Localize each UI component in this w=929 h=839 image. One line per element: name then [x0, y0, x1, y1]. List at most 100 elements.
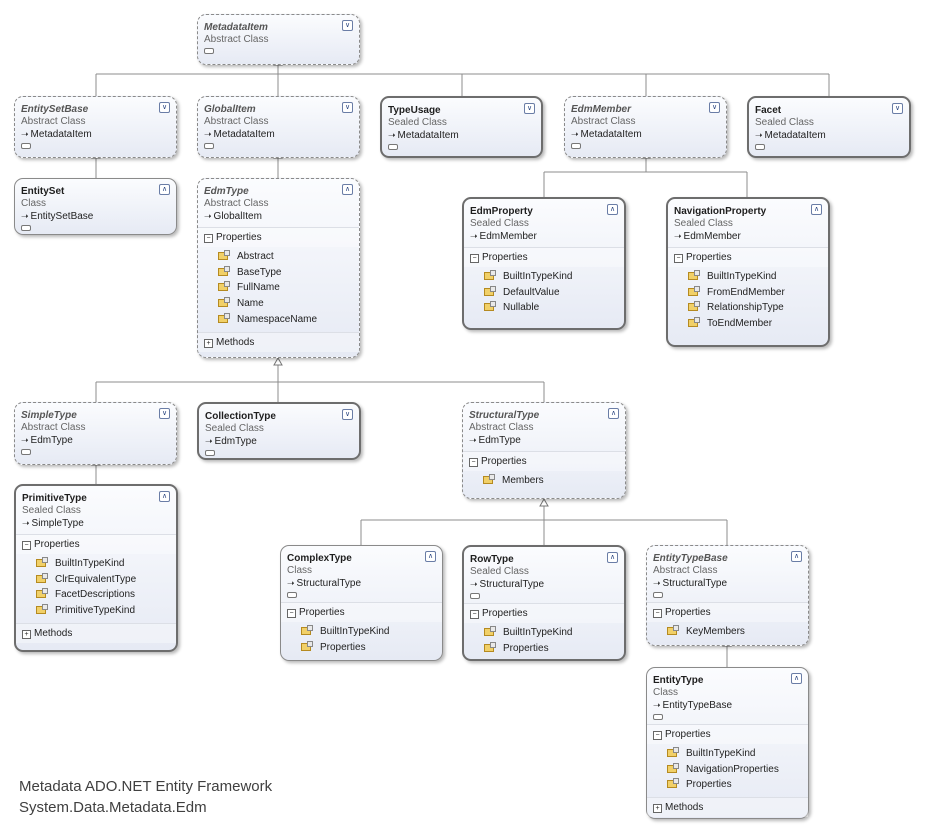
- class-edmmember[interactable]: EdmMember Abstract Class ➝MetadataItem ∨: [564, 96, 727, 158]
- property-item[interactable]: FacetDescriptions: [36, 587, 176, 603]
- property-item[interactable]: NamespaceName: [218, 312, 359, 328]
- collapse-section-icon[interactable]: −: [22, 541, 31, 550]
- collapse-chevron-icon[interactable]: ∧: [791, 673, 802, 684]
- base-class-name: EdmType: [214, 436, 257, 447]
- class-edmtype[interactable]: EdmType Abstract Class ➝GlobalItem ∧ −Pr…: [197, 178, 360, 358]
- property-item[interactable]: Abstract: [218, 249, 359, 265]
- property-item[interactable]: BuiltInTypeKind: [484, 625, 624, 641]
- collapse-chevron-icon[interactable]: ∧: [342, 184, 353, 195]
- inherits-arrow-icon: ➝: [469, 435, 477, 445]
- properties-section-header[interactable]: −Properties: [647, 724, 808, 744]
- class-edmproperty[interactable]: EdmProperty Sealed Class ➝EdmMember ∧ −P…: [462, 197, 626, 330]
- property-item[interactable]: DefaultValue: [484, 285, 624, 301]
- collapse-chevron-icon[interactable]: ∧: [608, 408, 619, 419]
- class-primitivetype[interactable]: PrimitiveType Sealed Class ➝SimpleType ∧…: [14, 484, 178, 652]
- expand-chevron-icon[interactable]: ∨: [159, 102, 170, 113]
- property-item[interactable]: BuiltInTypeKind: [36, 556, 176, 572]
- property-item[interactable]: BuiltInTypeKind: [688, 269, 828, 285]
- class-typeusage[interactable]: TypeUsage Sealed Class ➝MetadataItem ∨: [380, 96, 543, 158]
- collapse-chevron-icon[interactable]: ∧: [159, 184, 170, 195]
- class-complextype[interactable]: ComplexType Class ➝StructuralType ∧ −Pro…: [280, 545, 443, 661]
- property-item[interactable]: BuiltInTypeKind: [484, 269, 624, 285]
- expand-section-icon[interactable]: +: [22, 629, 31, 639]
- collapse-section-icon[interactable]: −: [287, 609, 296, 618]
- expand-section-icon[interactable]: +: [204, 338, 213, 348]
- property-item[interactable]: Members: [483, 473, 625, 489]
- property-item[interactable]: Name: [218, 296, 359, 312]
- expand-section-icon[interactable]: +: [653, 804, 662, 814]
- methods-section-header[interactable]: +Methods: [198, 331, 359, 352]
- collapse-chevron-icon[interactable]: ∧: [607, 552, 618, 563]
- property-item[interactable]: BuiltInTypeKind: [667, 746, 808, 762]
- expand-chevron-icon[interactable]: ∨: [709, 102, 720, 113]
- collapse-section-icon[interactable]: −: [470, 254, 479, 263]
- methods-section-header[interactable]: +Methods: [16, 622, 176, 643]
- expand-chevron-icon[interactable]: ∨: [892, 103, 903, 114]
- collapse-section-icon[interactable]: −: [653, 731, 662, 740]
- collapse-section-icon[interactable]: −: [653, 609, 662, 618]
- class-entitytype[interactable]: EntityType Class ➝EntityTypeBase ∧ −Prop…: [646, 667, 809, 819]
- property-item[interactable]: BaseType: [218, 265, 359, 281]
- class-facet[interactable]: Facet Sealed Class ➝MetadataItem ∨: [747, 96, 911, 158]
- collapse-section-icon[interactable]: −: [674, 254, 683, 263]
- class-rowtype[interactable]: RowType Sealed Class ➝StructuralType ∧ −…: [462, 545, 626, 661]
- class-stereotype: Class: [653, 687, 679, 698]
- expand-chevron-icon[interactable]: ∨: [342, 20, 353, 31]
- methods-section-header[interactable]: +Methods: [647, 797, 808, 818]
- collapse-section-icon[interactable]: −: [204, 234, 213, 243]
- property-list: BuiltInTypeKind FromEndMember Relationsh…: [668, 267, 828, 336]
- properties-section-header[interactable]: −Properties: [668, 247, 828, 267]
- base-class: ➝MetadataItem: [204, 128, 339, 141]
- collapse-section-icon[interactable]: −: [469, 458, 478, 467]
- expand-chevron-icon[interactable]: ∨: [342, 102, 353, 113]
- properties-section-header[interactable]: −Properties: [464, 247, 624, 267]
- property-item[interactable]: Properties: [667, 777, 808, 793]
- property-icon: [36, 588, 48, 599]
- expand-chevron-icon[interactable]: ∨: [159, 408, 170, 419]
- class-structuraltype[interactable]: StructuralType Abstract Class ➝EdmType ∧…: [462, 402, 626, 499]
- expand-chevron-icon[interactable]: ∨: [342, 409, 353, 420]
- collapse-chevron-icon[interactable]: ∧: [791, 551, 802, 562]
- property-item[interactable]: KeyMembers: [667, 624, 808, 640]
- properties-section-header[interactable]: −Properties: [16, 534, 176, 554]
- property-name: Abstract: [237, 251, 274, 262]
- property-item[interactable]: FullName: [218, 280, 359, 296]
- property-item[interactable]: RelationshipType: [688, 300, 828, 316]
- caption-line-1: Metadata ADO.NET Entity Framework: [19, 778, 273, 795]
- collapsed-details-icon: [21, 449, 31, 455]
- properties-section-header[interactable]: −Properties: [281, 602, 442, 622]
- class-entitytypebase[interactable]: EntityTypeBase Abstract Class ➝Structura…: [646, 545, 809, 646]
- collapse-chevron-icon[interactable]: ∧: [159, 491, 170, 502]
- property-item[interactable]: FromEndMember: [688, 285, 828, 301]
- property-item[interactable]: PrimitiveTypeKind: [36, 603, 176, 619]
- collapse-section-icon[interactable]: −: [470, 610, 479, 619]
- property-item[interactable]: NavigationProperties: [667, 762, 808, 778]
- class-entityset[interactable]: EntitySet Class ➝EntitySetBase ∧: [14, 178, 177, 235]
- property-item[interactable]: Nullable: [484, 300, 624, 316]
- collapse-chevron-icon[interactable]: ∧: [425, 551, 436, 562]
- properties-section-header[interactable]: −Properties: [198, 227, 359, 247]
- class-simpletype[interactable]: SimpleType Abstract Class ➝EdmType ∨: [14, 402, 177, 465]
- class-globalitem[interactable]: GlobalItem Abstract Class ➝MetadataItem …: [197, 96, 360, 158]
- class-entitysetbase[interactable]: EntitySetBase Abstract Class ➝MetadataIt…: [14, 96, 177, 158]
- property-list: BuiltInTypeKind NavigationProperties Pro…: [647, 744, 808, 797]
- expand-chevron-icon[interactable]: ∨: [524, 103, 535, 114]
- class-stereotype: Sealed Class: [755, 117, 814, 128]
- class-metadataitem[interactable]: MetadataItem Abstract Class ∨: [197, 14, 360, 65]
- property-item[interactable]: Properties: [301, 640, 442, 656]
- properties-section-header[interactable]: −Properties: [463, 451, 625, 471]
- collapse-chevron-icon[interactable]: ∧: [811, 204, 822, 215]
- inherits-arrow-icon: ➝: [653, 700, 661, 710]
- class-collectiontype[interactable]: CollectionType Sealed Class ➝EdmType ∨: [197, 402, 361, 460]
- property-item[interactable]: BuiltInTypeKind: [301, 624, 442, 640]
- property-icon: [667, 762, 679, 773]
- property-item[interactable]: ClrEquivalentType: [36, 572, 176, 588]
- properties-section-header[interactable]: −Properties: [647, 602, 808, 622]
- property-name: BuiltInTypeKind: [503, 271, 573, 282]
- class-navigationproperty[interactable]: NavigationProperty Sealed Class ➝EdmMemb…: [666, 197, 830, 347]
- collapse-chevron-icon[interactable]: ∧: [607, 204, 618, 215]
- class-name: ComplexType: [287, 553, 352, 564]
- properties-section-header[interactable]: −Properties: [464, 603, 624, 623]
- property-item[interactable]: ToEndMember: [688, 316, 828, 332]
- property-item[interactable]: Properties: [484, 641, 624, 657]
